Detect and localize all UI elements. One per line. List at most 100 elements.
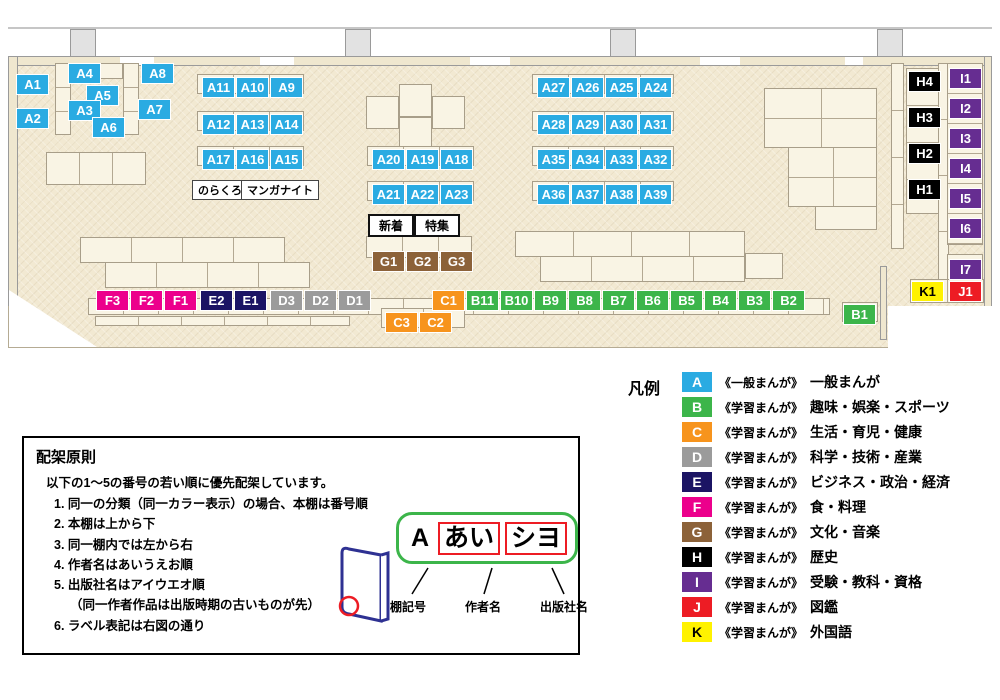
rules-panel: 配架原則 以下の1～5の番号の若い順に優先配架しています。 1. 同一の分類（同…	[22, 436, 588, 655]
shelf-label-C2: C2	[419, 312, 452, 333]
shelf-label-B10: B10	[500, 290, 533, 311]
legend-tag: 《学習まんが》	[719, 575, 804, 590]
legend-row-H: H 《学習まんが》歴史	[682, 547, 996, 567]
shelf-block	[366, 96, 399, 129]
wall-opening	[470, 57, 510, 65]
caption-shelf-code: 棚記号	[390, 600, 427, 614]
legend-tag: 《学習まんが》	[719, 600, 804, 615]
shelf-label-H4: H4	[908, 71, 941, 92]
legend-label: 一般まんが	[810, 374, 881, 390]
shelf-label-F1: F1	[164, 290, 197, 311]
shelf-block	[95, 316, 350, 326]
pillar	[70, 29, 96, 57]
legend-row-G: G 《学習まんが》文化・音楽	[682, 522, 996, 542]
wall	[984, 56, 992, 308]
legend-row-K: K《学習まんが》外国語	[682, 622, 996, 642]
shelf-label-D3: D3	[270, 290, 303, 311]
legend-label: 歴史	[810, 549, 839, 565]
shelf-label-F2: F2	[130, 290, 163, 311]
shelf-label-C1: C1	[432, 290, 465, 311]
legend-row-C: C《学習まんが》生活・育児・健康	[682, 422, 996, 442]
shelf-label-G2: G2	[406, 251, 439, 272]
map-sign: マンガナイト	[241, 180, 319, 200]
shelf-label-A13: A13	[236, 114, 269, 135]
legend-swatch-I: I	[682, 572, 712, 592]
shelf-label-I4: I4	[949, 158, 982, 179]
shelf-label-E2: E2	[200, 290, 233, 311]
legend-tag: 《学習まんが》	[719, 450, 804, 465]
author-sample: あい	[438, 521, 501, 555]
shelf-label-A10: A10	[236, 77, 269, 98]
rule-line: 1. 同一の分類（同一カラー表示）の場合、本棚は番号順	[54, 497, 368, 511]
legend-label: 外国語	[810, 624, 853, 640]
pillar	[610, 29, 636, 57]
shelf-block	[432, 96, 465, 129]
shelf-label-A33: A33	[605, 149, 638, 170]
corridor-line	[8, 27, 992, 29]
legend-tag: 《学習まんが》	[719, 525, 804, 540]
shelf-label-B11: B11	[466, 290, 499, 311]
legend-label: ビジネス・政治・経済	[810, 474, 951, 490]
wall-opening	[845, 57, 863, 65]
shelf-block	[540, 256, 745, 282]
shelf-label-A30: A30	[605, 114, 638, 135]
shelf-block	[891, 63, 904, 249]
legend-row-E: E《学習まんが》ビジネス・政治・経済	[682, 472, 996, 492]
legend-label: 科学・技術・産業	[810, 449, 923, 465]
legend-label: 文化・音楽	[810, 524, 881, 540]
rule-line: 6. ラベル表記は右図の通り	[54, 618, 206, 633]
shelf-label-C3: C3	[385, 312, 418, 333]
shelf-label-B5: B5	[670, 290, 703, 311]
legend-swatch-A: A	[682, 372, 712, 392]
legend-tag: 《学習まんが》	[719, 550, 804, 565]
shelf-label-D2: D2	[304, 290, 337, 311]
shelf-label-A19: A19	[406, 149, 439, 170]
shelf-label-I3: I3	[949, 128, 982, 149]
legend-row-J: J《学習まんが》図鑑	[682, 597, 996, 617]
shelf-label-A16: A16	[236, 149, 269, 170]
label-captions: 棚記号 作者名 出版社名	[390, 598, 588, 615]
shelf-label-B2: B2	[772, 290, 805, 311]
wall-opening	[260, 57, 294, 65]
shelf-label-A26: A26	[571, 77, 604, 98]
wall	[880, 266, 887, 340]
rule-line: 2. 本棚は上から下	[54, 517, 156, 532]
rule-line: （同一作者作品は出版時期の古いものが先）	[54, 598, 320, 613]
legend-swatch-G: G	[682, 522, 712, 542]
shelf-label-A15: A15	[270, 149, 303, 170]
legend-tag: 《学習まんが》	[719, 475, 804, 490]
map-sign: 新着	[368, 214, 415, 237]
shelf-label-B9: B9	[534, 290, 567, 311]
shelf-label-A7: A7	[138, 99, 171, 120]
shelf-label-B6: B6	[636, 290, 669, 311]
shelf-block	[515, 231, 745, 257]
legend-label: 趣味・娯楽・スポーツ	[810, 399, 950, 415]
legend-label: 受験・教科・資格	[810, 574, 923, 590]
wall-opening	[120, 57, 154, 65]
legend-swatch-H: H	[682, 547, 712, 567]
shelf-label-A29: A29	[571, 114, 604, 135]
shelf-label-A25: A25	[605, 77, 638, 98]
shelf-label-A34: A34	[571, 149, 604, 170]
shelf-label-A11: A11	[202, 77, 235, 98]
shelf-label-I6: I6	[949, 218, 982, 239]
rule-line: 3. 同一棚内では左から右	[54, 537, 193, 552]
legend-tag: 《学習まんが》	[719, 400, 804, 415]
shelf-label-H3: H3	[908, 107, 941, 128]
shelf-label-A17: A17	[202, 149, 235, 170]
shelf-label-I2: I2	[949, 98, 982, 119]
shelf-label-A14: A14	[270, 114, 303, 135]
shelf-label-A2: A2	[16, 108, 49, 129]
shelf-label-A27: A27	[537, 77, 570, 98]
shelf-label-A3: A3	[68, 100, 101, 121]
legend-label: 図鑑	[810, 599, 839, 615]
shelf-block	[764, 88, 877, 148]
legend-swatch-D: D	[682, 447, 712, 467]
rules-title: 配架原則	[36, 449, 97, 466]
shelf-label-K1: K1	[911, 281, 944, 302]
shelf-label-A12: A12	[202, 114, 235, 135]
